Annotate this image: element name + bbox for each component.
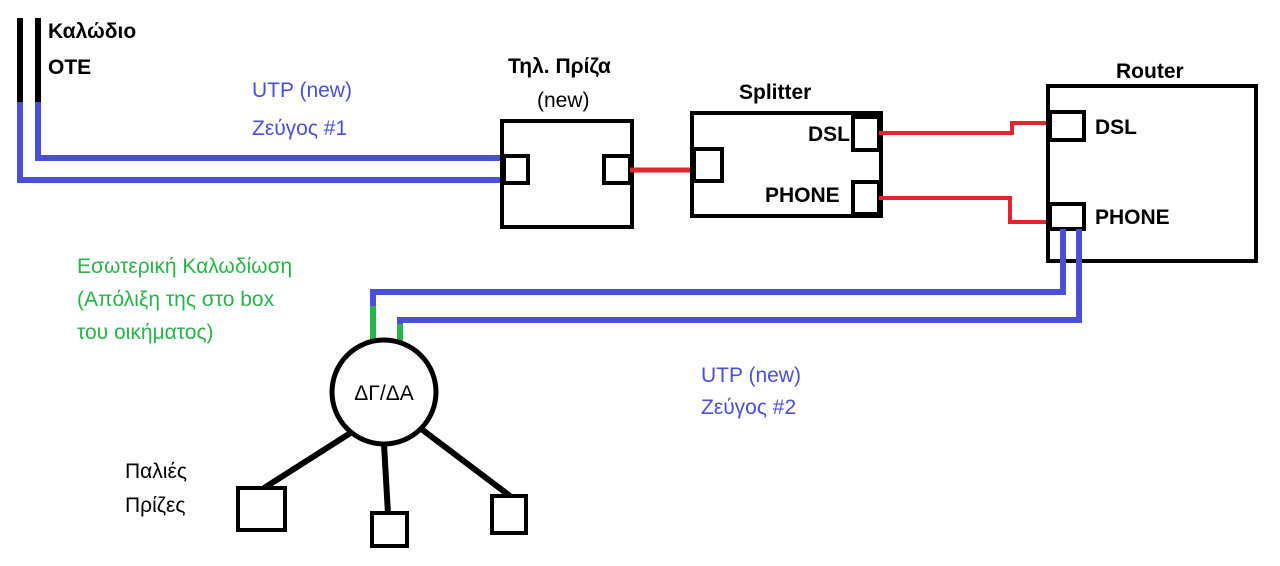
old-sockets (236, 486, 528, 548)
router (1046, 84, 1258, 263)
router-dsl-port (1048, 110, 1086, 142)
internal-wiring-label-2: (Απόλιξη της στο box (77, 288, 275, 311)
ote-cable-label-1: Καλώδιο (48, 20, 136, 43)
wall-socket-title: Τηλ. Πρίζα (508, 55, 611, 78)
splitter-dsl-port (851, 115, 881, 152)
old-socket-1 (236, 486, 287, 532)
wall-socket-subtitle: (new) (537, 89, 590, 112)
splitter (690, 111, 883, 218)
splitter-router-links (879, 121, 1050, 224)
utp-pair2-wires (370, 229, 1082, 326)
router-dsl-label: DSL (1095, 116, 1137, 139)
wall-socket (500, 119, 634, 229)
splitter-phone-label: PHONE (765, 184, 840, 207)
router-phone-port (1048, 202, 1086, 231)
wall-socket-in-port (502, 154, 530, 185)
ote-cable (17, 18, 41, 102)
old-socket-3 (490, 494, 528, 535)
splitter-dsl-label: DSL (808, 123, 850, 146)
distribution-box (329, 337, 439, 447)
splitter-phone-port (851, 180, 881, 216)
ote-cable-label-2: ΟΤΕ (48, 56, 91, 79)
router-title: Router (1116, 60, 1184, 83)
old-sockets-label-1: Παλιές (125, 460, 187, 483)
router-phone-label: PHONE (1095, 206, 1170, 229)
utp-pair1-wires (17, 102, 510, 183)
splitter-line-port (692, 147, 724, 183)
internal-wiring-label-1: Εσωτερική Καλωδίωση (77, 255, 292, 278)
utp-pair2-label-1: UTP (new) (701, 364, 801, 387)
utp-pair1-label-2: Ζεύγος #1 (252, 117, 347, 140)
old-socket-links (262, 425, 512, 515)
old-sockets-label-2: Πρίζες (125, 494, 186, 517)
old-socket-2 (370, 511, 409, 548)
wall-socket-out-port (602, 154, 632, 185)
distribution-box-label: ΔΓ/ΔΑ (354, 382, 413, 405)
splitter-title: Splitter (739, 81, 811, 104)
internal-wiring-label-3: του οικήματος) (77, 321, 214, 344)
utp-pair2-label-2: Ζεύγος #2 (701, 396, 796, 419)
utp-pair1-label-1: UTP (new) (252, 79, 352, 102)
